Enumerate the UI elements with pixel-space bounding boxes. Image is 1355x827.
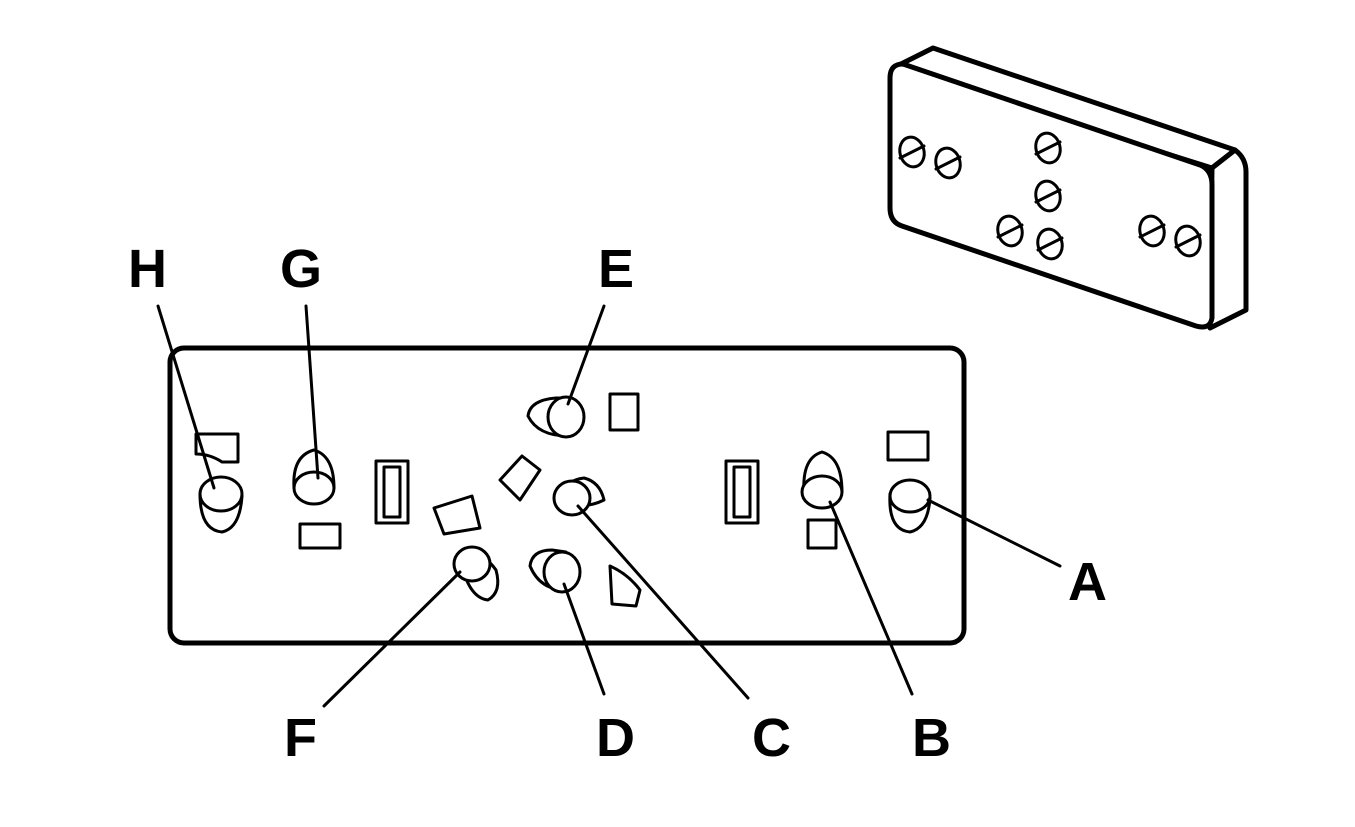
callout-d: D [596, 708, 635, 768]
leader-line-d [562, 582, 606, 696]
leader-line-e [566, 304, 606, 406]
callout-a: A [1068, 552, 1107, 612]
terminal-b [800, 450, 844, 510]
connector-key-features [194, 392, 930, 608]
callout-g: G [280, 239, 322, 299]
callout-e: E [598, 239, 634, 299]
leader-line-a [926, 498, 1062, 568]
terminal-d [528, 548, 582, 594]
callout-b: B [912, 708, 951, 768]
leader-line-f [322, 570, 462, 708]
callout-c: C [752, 708, 791, 768]
inset-terminal-cavities [898, 131, 1202, 261]
leader-line-c [576, 504, 750, 700]
leader-line-b [828, 500, 914, 696]
leader-line-g [304, 304, 320, 480]
terminal-h [198, 475, 244, 534]
leader-line-h [156, 304, 216, 490]
connector-housing-inset [887, 45, 1249, 331]
callout-h: H [128, 239, 167, 299]
terminal-c [552, 476, 606, 517]
terminal-a [888, 478, 932, 534]
leader-lines [156, 304, 1062, 708]
terminal-g [292, 448, 336, 506]
callout-labels: A B C D E F G H [128, 239, 1107, 768]
terminal-e [526, 395, 586, 439]
terminal-cavities [198, 395, 932, 602]
terminal-f [452, 545, 500, 602]
callout-f: F [284, 708, 317, 768]
